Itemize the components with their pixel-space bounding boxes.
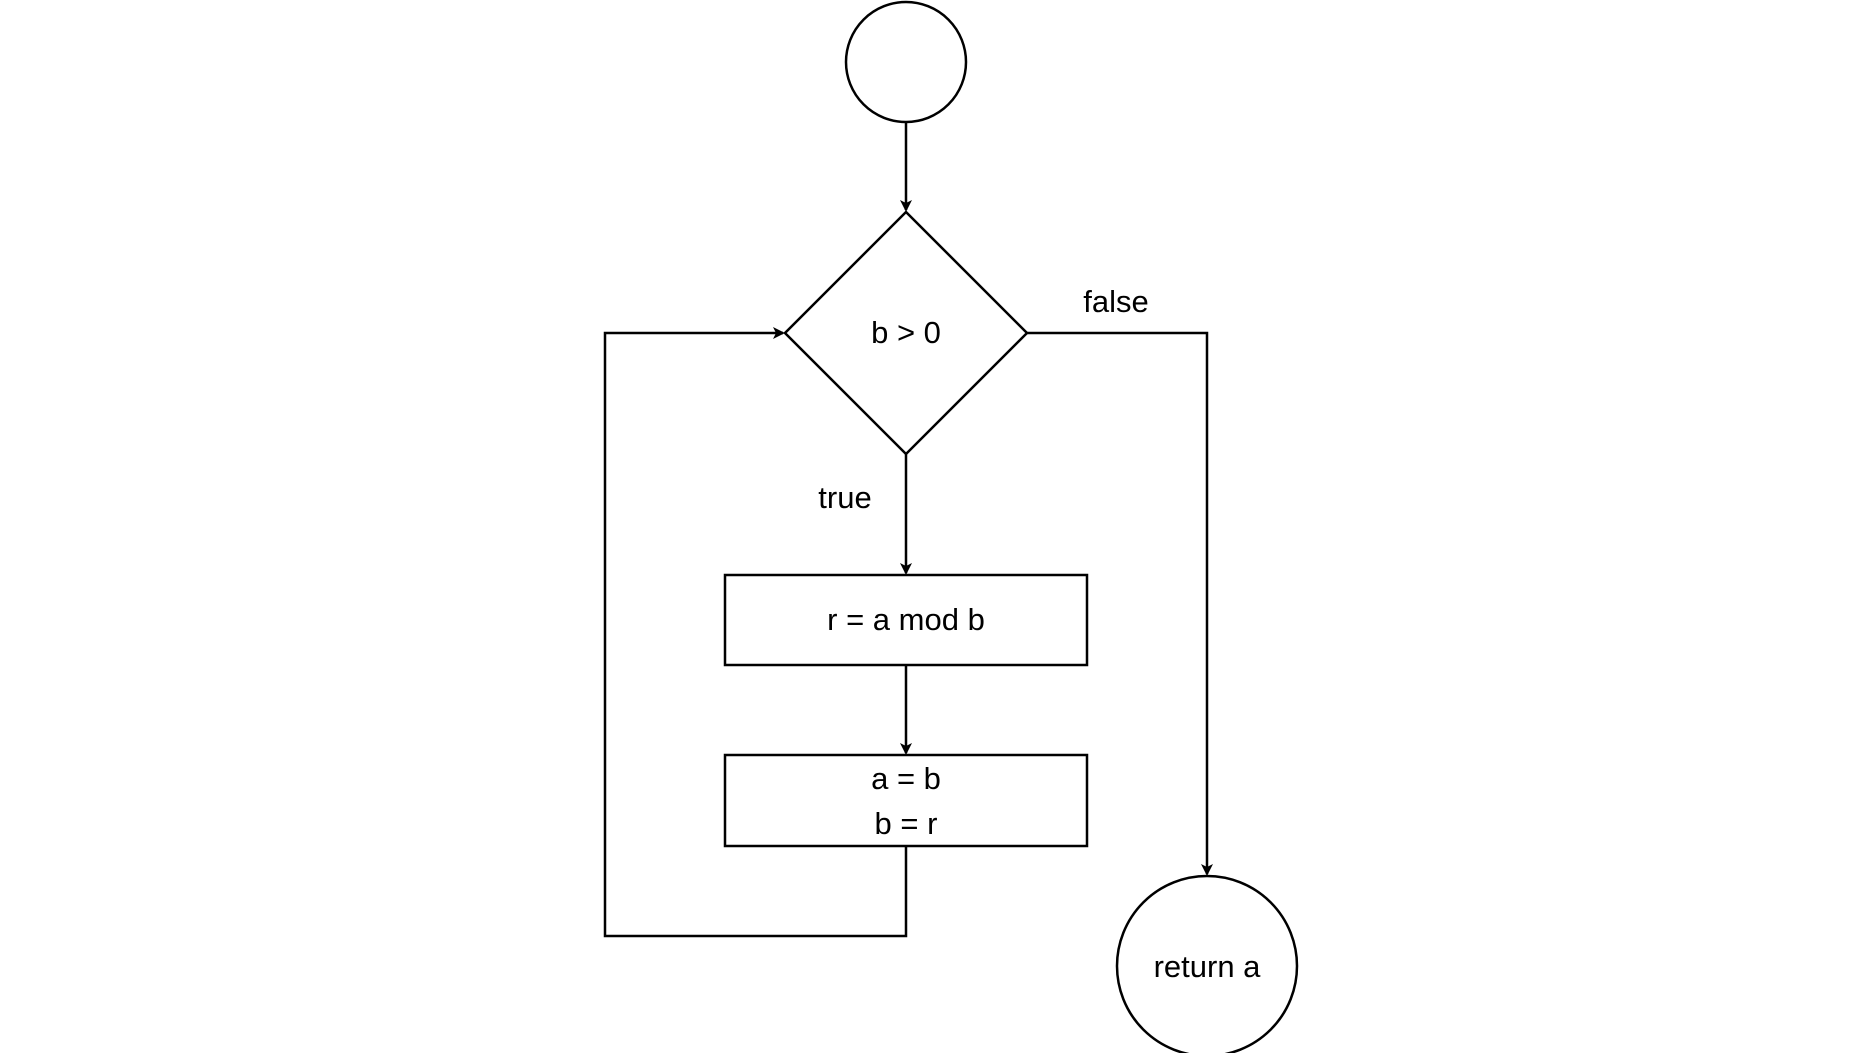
true-label: true: [818, 480, 871, 515]
condition-label: b > 0: [871, 315, 941, 350]
step2-line2: b = r: [875, 806, 938, 841]
false-label: false: [1083, 284, 1148, 319]
end-node: [1115, 874, 1299, 1053]
step1-label: r = a mod b: [827, 602, 985, 637]
start-node: [844, 0, 968, 124]
step1-node: [723, 573, 1089, 667]
edge-loop-back: [603, 327, 908, 938]
end-label: return a: [1154, 949, 1262, 984]
step2-line1: a = b: [871, 761, 941, 796]
step2-node: [723, 753, 1089, 848]
edge-false: [1027, 331, 1213, 876]
